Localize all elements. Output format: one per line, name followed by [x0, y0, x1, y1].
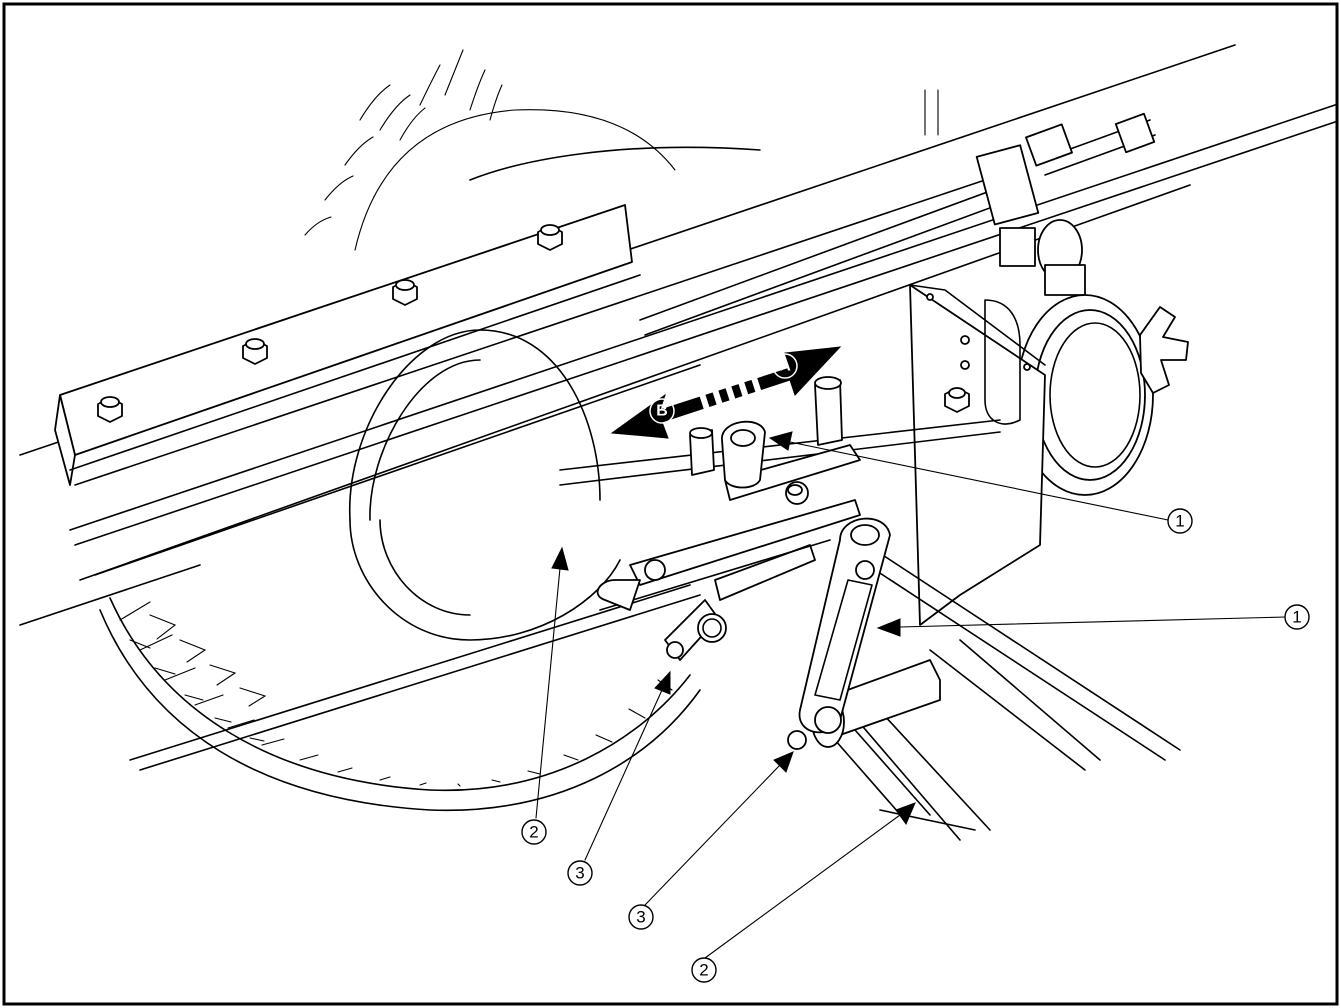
callout-number: 2 — [529, 823, 538, 842]
callout-2-right: 2 — [691, 957, 717, 983]
direction-label-b-ring — [649, 398, 675, 424]
mounting-plate — [909, 284, 1046, 626]
brake-chamber — [1016, 294, 1189, 496]
direction-arrow: A B — [610, 346, 842, 439]
callout-3-right: 3 — [628, 904, 654, 930]
callout-1-lower: 1 — [1284, 604, 1310, 630]
callout-number: 1 — [1175, 512, 1184, 531]
callout-number: 3 — [636, 908, 645, 927]
hydraulic-line — [639, 112, 1156, 336]
callout-number: 2 — [699, 961, 708, 980]
callout-2-left: 2 — [521, 819, 547, 845]
callout-1-upper: 1 — [1167, 508, 1193, 534]
callout-number: 1 — [1292, 608, 1301, 627]
callout-number: 3 — [575, 864, 584, 883]
direction-label-b: B — [656, 403, 668, 420]
adjustment-linkage — [129, 376, 891, 771]
callout-3-left: 3 — [567, 860, 593, 886]
upper-beam-bracket — [54, 174, 1001, 486]
leader-lines — [535, 431, 1286, 959]
direction-label-a: A — [779, 358, 791, 375]
bracket-bolts — [97, 224, 563, 423]
tire — [99, 49, 761, 812]
direction-label-a-ring — [772, 353, 798, 379]
